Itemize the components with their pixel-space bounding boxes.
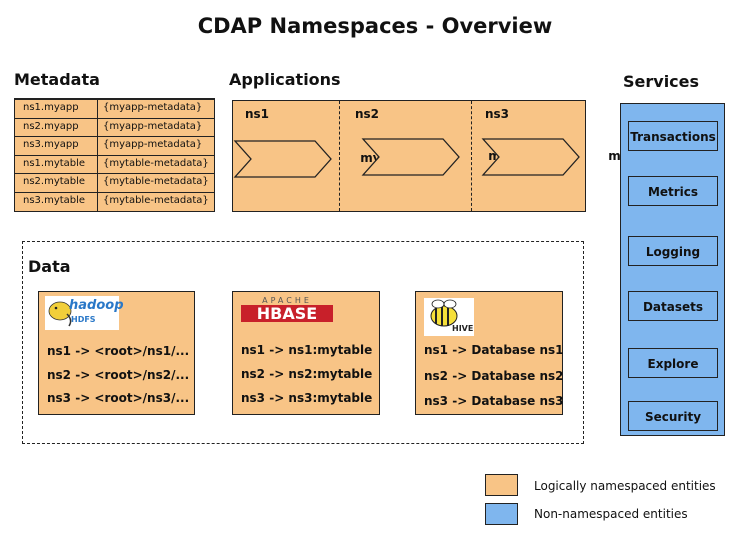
metadata-key: ns1.myapp bbox=[23, 102, 79, 113]
hive-bee-icon: HIVE bbox=[424, 298, 474, 336]
metadata-key: ns1.mytable bbox=[23, 158, 86, 169]
metadata-key: ns3.myapp bbox=[23, 139, 79, 150]
metadata-value: {mytable-metadata} bbox=[103, 195, 209, 206]
hive-mapping-row: ns1 -> Database ns1 bbox=[424, 343, 564, 357]
hive-logo-text: HIVE bbox=[452, 324, 474, 333]
namespace-label: ns1 bbox=[245, 107, 270, 121]
metadata-value: {myapp-metadata} bbox=[103, 139, 203, 150]
hbase-mapping-row: ns3 -> ns3:mytable bbox=[241, 391, 373, 405]
hdfs-mapping-row: ns2 -> <root>/ns2/... bbox=[47, 368, 190, 382]
service-explore: Explore bbox=[628, 348, 718, 378]
app-chevron: myapp bbox=[481, 137, 654, 177]
legend-label-namespaced: Logically namespaced entities bbox=[534, 479, 716, 493]
data-heading: Data bbox=[28, 257, 71, 276]
hive-mapping-row: ns2 -> Database ns2 bbox=[424, 369, 564, 383]
hive-store: HIVE ns1 -> Database ns1 ns2 -> Database… bbox=[415, 291, 564, 415]
hbase-logo-text: HBASE bbox=[241, 305, 333, 322]
service-label: Logging bbox=[645, 245, 701, 259]
namespace-label: ns3 bbox=[485, 107, 510, 121]
legend-swatch-non-namespaced bbox=[485, 503, 518, 525]
hbase-store: APACHE HBASE ns1 -> ns1:mytable ns2 -> n… bbox=[232, 291, 380, 415]
hbase-mapping-row: ns2 -> ns2:mytable bbox=[241, 367, 373, 381]
service-label: Security bbox=[644, 410, 702, 424]
namespace-label: ns2 bbox=[355, 107, 380, 121]
hadoop-elephant-icon: hadoop HDFS bbox=[45, 296, 124, 330]
hdfs-store: hadoop HDFS ns1 -> <root>/ns1/... ns2 ->… bbox=[38, 291, 195, 415]
metadata-table: ns1.myapp {myapp-metadata} ns2.myapp {my… bbox=[14, 98, 215, 212]
hbase-mapping-row: ns1 -> ns1:mytable bbox=[241, 343, 373, 357]
services-heading: Services bbox=[623, 72, 700, 91]
metadata-row: ns1.mytable {mytable-metadata} bbox=[15, 155, 214, 174]
service-label: Transactions bbox=[630, 130, 716, 144]
services-box: Transactions Metrics Logging Datasets Ex… bbox=[620, 103, 725, 436]
metadata-heading: Metadata bbox=[14, 70, 100, 89]
service-label: Metrics bbox=[647, 185, 699, 199]
hdfs-mapping-row: ns3 -> <root>/ns3/... bbox=[47, 391, 190, 405]
service-label: Explore bbox=[647, 357, 699, 371]
metadata-key: ns2.mytable bbox=[23, 176, 86, 187]
legend-label-non-namespaced: Non-namespaced entities bbox=[534, 507, 688, 521]
hive-mapping-row: ns3 -> Database ns3 bbox=[424, 394, 564, 408]
metadata-row: ns2.mytable {mytable-metadata} bbox=[15, 173, 214, 192]
metadata-key: ns3.mytable bbox=[23, 195, 86, 206]
metadata-row: ns1.myapp {myapp-metadata} bbox=[15, 99, 214, 118]
chevron-shape bbox=[481, 138, 580, 176]
metadata-row: ns2.myapp {myapp-metadata} bbox=[15, 118, 214, 137]
apache-logo-text: APACHE bbox=[262, 296, 312, 305]
diagram-title: CDAP Namespaces - Overview bbox=[197, 14, 553, 38]
legend-swatch-namespaced bbox=[485, 474, 518, 496]
service-transactions: Transactions bbox=[628, 121, 718, 151]
metadata-value: {mytable-metadata} bbox=[103, 158, 209, 169]
data-container bbox=[22, 241, 584, 444]
applications-box: ns1 ns2 ns3 myapp myapp myapp bbox=[232, 100, 654, 212]
service-label: Datasets bbox=[642, 300, 704, 314]
namespace-divider bbox=[471, 101, 472, 211]
app-chevron: myapp bbox=[361, 137, 534, 177]
service-metrics: Metrics bbox=[628, 176, 718, 206]
app-chevron: myapp bbox=[233, 139, 406, 179]
metadata-value: {myapp-metadata} bbox=[103, 102, 203, 113]
applications-heading: Applications bbox=[229, 70, 341, 89]
hdfs-logo-text: HDFS bbox=[71, 315, 96, 324]
metadata-value: {myapp-metadata} bbox=[103, 121, 203, 132]
namespace-divider bbox=[339, 101, 340, 211]
service-security: Security bbox=[628, 401, 718, 431]
hadoop-logo-text: hadoop bbox=[69, 298, 124, 313]
chevron-shape bbox=[233, 140, 332, 178]
service-logging: Logging bbox=[628, 236, 718, 266]
metadata-value: {mytable-metadata} bbox=[103, 176, 209, 187]
hbase-logo: APACHE HBASE bbox=[241, 296, 333, 324]
metadata-row: ns3.myapp {myapp-metadata} bbox=[15, 136, 214, 155]
service-datasets: Datasets bbox=[628, 291, 718, 321]
metadata-key: ns2.myapp bbox=[23, 121, 79, 132]
chevron-shape bbox=[361, 138, 460, 176]
metadata-row: ns3.mytable {mytable-metadata} bbox=[15, 192, 214, 211]
hdfs-mapping-row: ns1 -> <root>/ns1/... bbox=[47, 344, 190, 358]
